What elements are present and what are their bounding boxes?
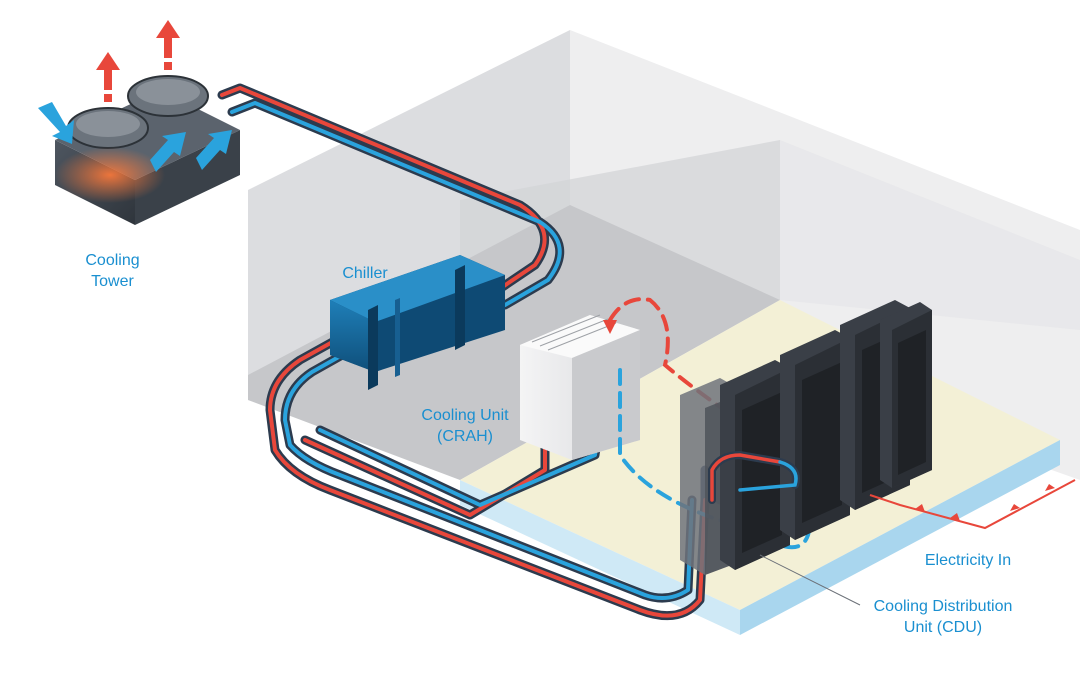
label-cooling-tower-line2: Tower bbox=[91, 273, 134, 290]
exhaust-arrow-icon bbox=[96, 20, 180, 102]
chiller-end-plate bbox=[455, 265, 465, 350]
label-cooling-tower: Cooling Tower bbox=[60, 250, 165, 292]
room-partition-side bbox=[780, 140, 1080, 330]
server-rack bbox=[780, 330, 850, 540]
label-cooling-unit-line2: (CRAH) bbox=[437, 428, 493, 445]
label-cooling-unit-line1: Cooling Unit bbox=[421, 407, 509, 424]
intake-arrow-icon bbox=[38, 102, 232, 172]
cold-water-line-from-tower bbox=[230, 101, 562, 307]
cdu-cold-line bbox=[738, 460, 798, 492]
cooling-unit-crah bbox=[520, 314, 640, 460]
server-rack bbox=[880, 302, 932, 488]
label-chiller: Chiller bbox=[342, 265, 388, 282]
cold-water-line-supply bbox=[283, 343, 694, 601]
server-rack bbox=[720, 360, 790, 570]
label-cdu-line1: Cooling Distribution bbox=[873, 598, 1013, 615]
cdu-liquid-loop bbox=[708, 450, 800, 504]
crah-vent-grille bbox=[531, 314, 617, 351]
electricity-in-line bbox=[869, 479, 1076, 530]
cooling-tower bbox=[38, 20, 240, 225]
chiller-end-plate bbox=[368, 305, 378, 390]
cdu-hot-line bbox=[710, 453, 782, 502]
electricity-arrow-icon bbox=[1010, 504, 1020, 511]
label-cdu: Cooling Distribution Unit (CDU) bbox=[848, 596, 1038, 638]
tower-heat-glow bbox=[55, 147, 165, 203]
air-arrow-icon bbox=[603, 320, 617, 334]
server-racks bbox=[720, 300, 932, 570]
electricity-arrow-icon bbox=[915, 504, 925, 512]
label-electricity-in: Electricity In bbox=[924, 552, 1012, 569]
hot-water-line-return bbox=[268, 333, 707, 618]
label-cooling-tower-line1: Cooling bbox=[85, 252, 140, 269]
label-cooling-unit: Cooling Unit (CRAH) bbox=[400, 405, 530, 447]
electricity-arrow-icon bbox=[950, 513, 960, 521]
chiller bbox=[330, 255, 505, 390]
label-cdu-line2: Unit (CDU) bbox=[903, 619, 983, 636]
chiller-room-floor bbox=[248, 205, 780, 480]
electricity-arrow-icon bbox=[1045, 484, 1055, 491]
raised-floor-edge-side bbox=[740, 440, 1060, 635]
cdu-leader-line bbox=[759, 554, 861, 606]
